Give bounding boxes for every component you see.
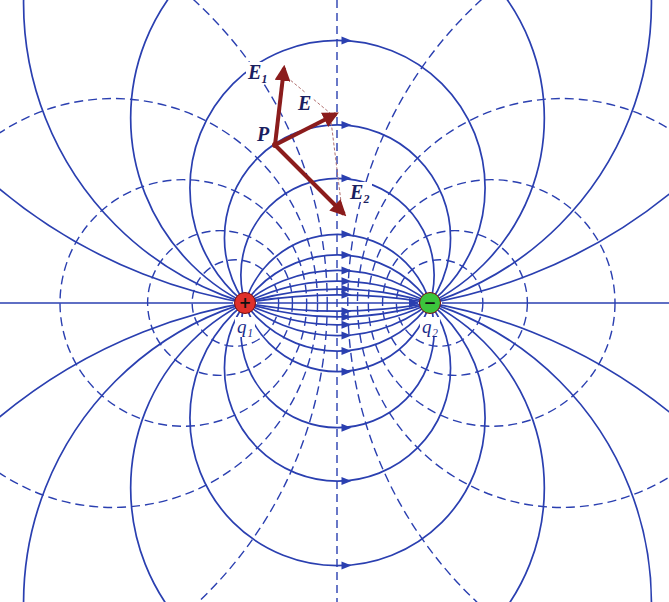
field-arrow: [342, 347, 352, 355]
field-arrow: [342, 251, 352, 259]
vector-label: E₁: [246, 62, 270, 82]
field-arrow: [342, 36, 352, 44]
field-line: [0, 295, 669, 602]
field-arrow: [342, 266, 352, 274]
parallelogram-line: [330, 113, 342, 210]
field-line: [0, 0, 669, 311]
charge-sign: −: [420, 293, 440, 313]
field-arrow: [342, 291, 352, 299]
charge-name: q₁: [235, 317, 255, 337]
equipotential-line: [348, 0, 669, 602]
vector-label: E: [296, 93, 313, 113]
point-p: [272, 142, 278, 148]
charge-sign: +: [235, 293, 255, 313]
field-line: [442, 302, 669, 304]
field-arrow: [342, 368, 352, 376]
field-arrow: [342, 121, 352, 129]
equipotential-line: [0, 0, 327, 602]
point-charge: −q₂: [419, 292, 441, 314]
field-arrow: [342, 313, 352, 321]
vector-label: P: [255, 124, 271, 144]
field-line: [0, 302, 233, 304]
charge-name: q₂: [420, 317, 440, 337]
field-arrow: [342, 332, 352, 340]
vector-e2: [275, 145, 344, 214]
vector-e1: [275, 68, 284, 145]
field-vectors: [272, 68, 344, 214]
vector-e: [275, 114, 336, 145]
field-arrow: [342, 562, 352, 570]
point-charge: +q₁: [234, 292, 256, 314]
field-arrow: [342, 321, 352, 329]
field-arrow: [342, 277, 352, 285]
field-line: [257, 302, 418, 304]
symmetry-axis: [336, 0, 337, 602]
vector-label: E₂: [348, 182, 372, 202]
field-arrow: [342, 230, 352, 238]
field-arrow: [342, 424, 352, 432]
field-arrow: [342, 477, 352, 485]
parallelogram-line: [283, 74, 330, 113]
